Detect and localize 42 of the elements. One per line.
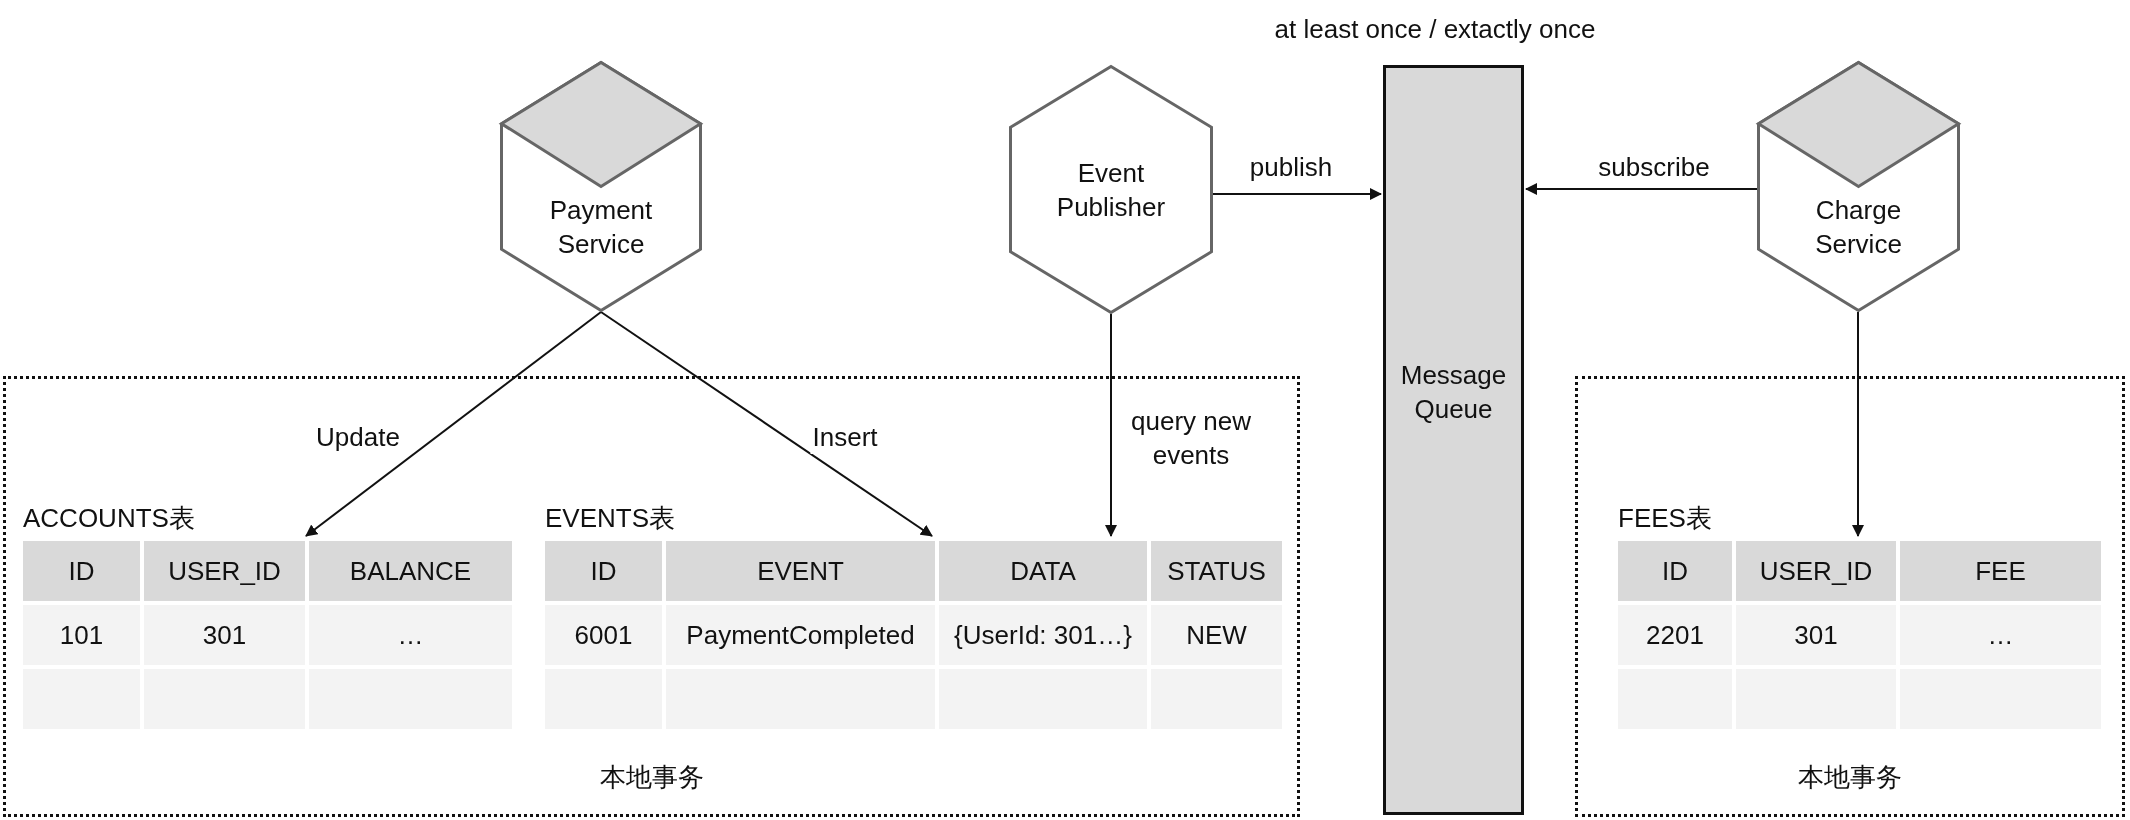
- table-title: ACCOUNTS表: [23, 502, 195, 535]
- header-cell: BALANCE: [309, 541, 512, 601]
- table-title: FEES表: [1618, 502, 1712, 535]
- header-cell: STATUS: [1151, 541, 1282, 601]
- header-cell: USER_ID: [144, 541, 305, 601]
- transaction-boundary: [1575, 376, 2125, 817]
- service-hexagon: [1009, 65, 1213, 314]
- arrow: [600, 311, 933, 537]
- group-label: 本地事务: [1797, 761, 1903, 794]
- header-cell: ID: [545, 541, 662, 601]
- header-cell: FEE: [1900, 541, 2101, 601]
- service-name: Payment Service: [548, 193, 654, 261]
- table-cell: 301: [144, 605, 305, 665]
- arrow: [1105, 313, 1117, 537]
- header-cell: EVENT: [666, 541, 935, 601]
- header-cell: DATA: [939, 541, 1147, 601]
- header-cell: ID: [1618, 541, 1732, 601]
- table-title: EVENTS表: [545, 502, 676, 535]
- arrow: [1212, 188, 1382, 200]
- arrow: [305, 311, 602, 537]
- table-cell: 101: [23, 605, 140, 665]
- service-hexagon: [500, 61, 702, 312]
- service-hexagon: [1757, 61, 1960, 312]
- service-name: Charge Service: [1814, 193, 1903, 261]
- arrow: [1852, 311, 1864, 537]
- group-label: 本地事务: [598, 761, 705, 794]
- node-note: at least once / extactly once: [1273, 13, 1597, 46]
- table-cell: {UserId: 301…}: [939, 605, 1147, 665]
- transaction-boundary: [3, 376, 1300, 817]
- header-cell: USER_ID: [1736, 541, 1896, 601]
- table-cell: …: [309, 605, 512, 665]
- header-cell: ID: [23, 541, 140, 601]
- table-cell: NEW: [1151, 605, 1282, 665]
- message-queue-bar: [1383, 65, 1524, 815]
- service-name: Event Publisher: [1055, 156, 1167, 224]
- queue-name: Message Queue: [1399, 359, 1508, 426]
- table-cell: 2201: [1618, 605, 1732, 665]
- arrow: [1525, 183, 1758, 195]
- table-cell: 301: [1736, 605, 1896, 665]
- table-cell: PaymentCompleted: [666, 605, 935, 665]
- table-cell: …: [1900, 605, 2101, 665]
- table-cell: 6001: [545, 605, 662, 665]
